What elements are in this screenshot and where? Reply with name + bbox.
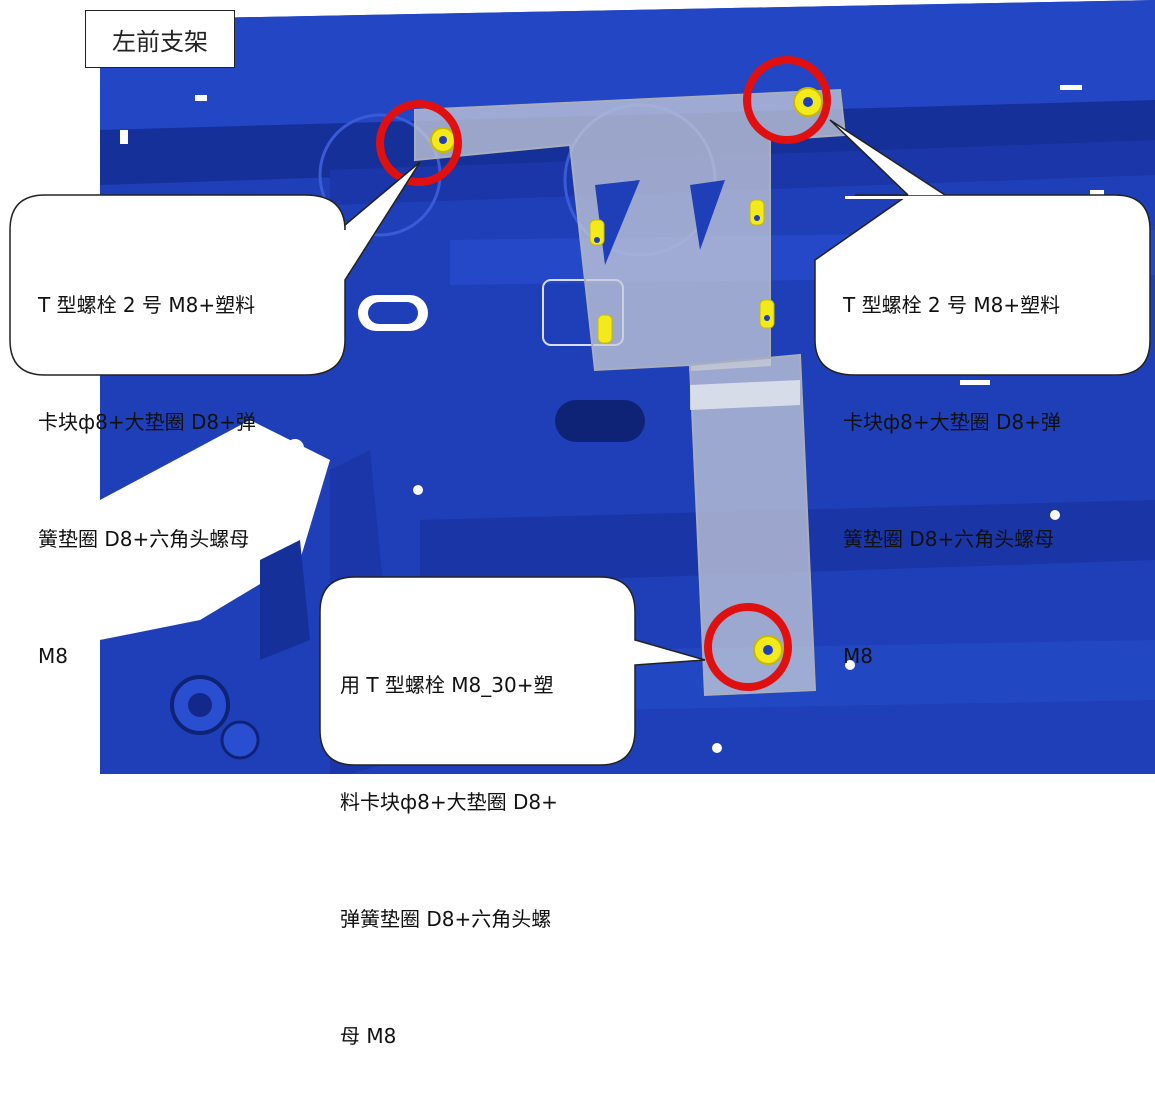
callout-line: 用 T 型螺栓 M8_30+塑 — [340, 673, 554, 697]
front-bracket-plate — [414, 88, 847, 697]
bolt-point-right — [743, 56, 831, 144]
bolt-point-left — [376, 100, 462, 186]
callout-line: M8 — [843, 644, 873, 668]
callout-line: 簧垫圈 D8+六角头螺母 — [843, 527, 1055, 551]
callout-text-left: T 型螺栓 2 号 M8+塑料 卡块ф8+大垫圈 D8+弹 簧垫圈 D8+六角头… — [38, 208, 256, 715]
callout-line: 卡块ф8+大垫圈 D8+弹 — [843, 410, 1061, 434]
callout-bubble-left — [9, 161, 421, 376]
callout-line: 簧垫圈 D8+六角头螺母 — [38, 527, 250, 551]
callout-bubble-right — [814, 194, 1151, 376]
callout-line: T 型螺栓 2 号 M8+塑料 — [38, 293, 256, 317]
callout-text-right: T 型螺栓 2 号 M8+塑料 卡块ф8+大垫圈 D8+弹 簧垫圈 D8+六角头… — [843, 208, 1061, 715]
bolt-point-bottom — [704, 603, 792, 691]
callout-text-bottom: 用 T 型螺栓 M8_30+塑 料卡块ф8+大垫圈 D8+ 弹簧垫圈 D8+六角… — [340, 588, 558, 1095]
callout-bubble-bottom — [319, 576, 706, 766]
bracket-scan-scene — [9, 0, 1155, 774]
callout-line: 弹簧垫圈 D8+六角头螺 — [340, 907, 552, 931]
callout-line: 母 M8 — [340, 1024, 397, 1048]
callout-line: 料卡块ф8+大垫圈 D8+ — [340, 790, 558, 814]
callout-line: 卡块ф8+大垫圈 D8+弹 — [38, 410, 256, 434]
callout-line: T 型螺栓 2 号 M8+塑料 — [843, 293, 1061, 317]
figure-title: 左前支架 — [85, 10, 235, 68]
callout-line: M8 — [38, 644, 68, 668]
